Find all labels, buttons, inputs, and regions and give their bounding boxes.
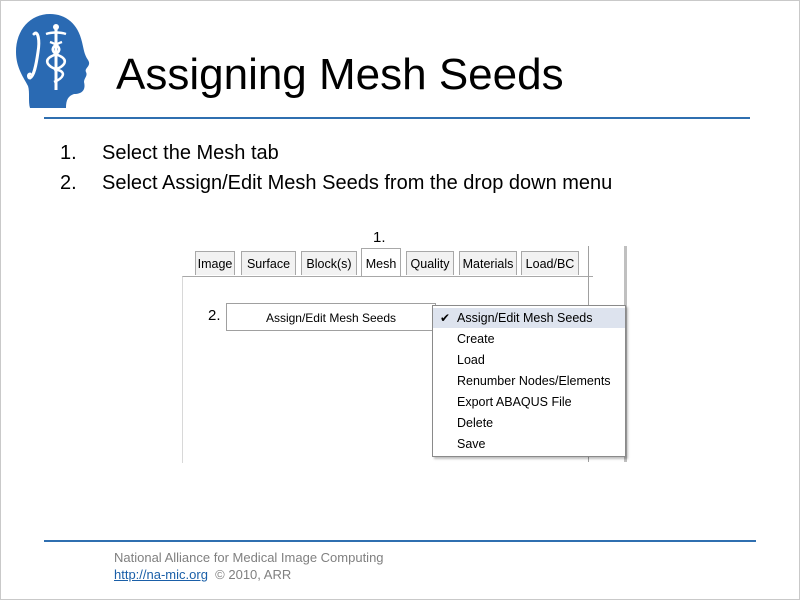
- menu-item-label: Assign/Edit Mesh Seeds: [457, 311, 593, 325]
- menu-item-load[interactable]: Load: [457, 353, 485, 367]
- tab-materials[interactable]: Materials: [459, 251, 517, 275]
- footer-copyright: © 2010, ARR: [215, 567, 292, 582]
- footer-link[interactable]: http://na-mic.org: [114, 567, 208, 582]
- tab-load-bc[interactable]: Load/BC: [521, 251, 579, 275]
- embedded-screenshot: Image Surface Block(s) Mesh Quality Mate…: [180, 246, 628, 463]
- tab-mesh[interactable]: Mesh: [361, 248, 401, 276]
- checkmark-icon: ✔: [440, 311, 451, 325]
- menu-item-export-abaqus[interactable]: Export ABAQUS File: [457, 395, 572, 409]
- tab-bar: Image Surface Block(s) Mesh Quality Mate…: [180, 246, 590, 276]
- menu-item-assign-edit-mesh-seeds[interactable]: ✔ Assign/Edit Mesh Seeds: [433, 308, 625, 328]
- tab-quality[interactable]: Quality: [406, 251, 454, 275]
- steps-list: 1. Select the Mesh tab 2. Select Assign/Ed…: [60, 138, 612, 198]
- footer-divider: [44, 540, 756, 542]
- tab-surface[interactable]: Surface: [241, 251, 296, 275]
- slide-title: Assigning Mesh Seeds: [116, 50, 564, 99]
- menu-item-renumber[interactable]: Renumber Nodes/Elements: [457, 374, 611, 388]
- step-text: Select Assign/Edit Mesh Seeds from the d…: [102, 172, 613, 194]
- step-item: 1. Select the Mesh tab: [60, 138, 612, 168]
- step-number: 2.: [60, 172, 77, 194]
- mesh-action-dropdown[interactable]: Assign/Edit Mesh Seeds: [226, 303, 436, 331]
- mesh-panel: [182, 276, 593, 463]
- callout-1: 1.: [373, 229, 386, 246]
- step-text: Select the Mesh tab: [102, 142, 279, 164]
- tab-image[interactable]: Image: [195, 251, 235, 275]
- step-number: 1.: [60, 142, 77, 164]
- title-divider: [44, 117, 750, 119]
- footer-credits: http://na-mic.org © 2010, ARR: [114, 567, 291, 582]
- tab-blocks[interactable]: Block(s): [301, 251, 357, 275]
- footer-org: National Alliance for Medical Image Comp…: [114, 550, 384, 565]
- menu-item-delete[interactable]: Delete: [457, 416, 494, 430]
- step-item: 2. Select Assign/Edit Mesh Seeds from the…: [60, 168, 612, 198]
- mesh-dropdown-menu: ✔ Assign/Edit Mesh Seeds Create Load Ren…: [432, 305, 626, 457]
- na-mic-logo-icon: [16, 14, 90, 108]
- callout-2: 2.: [208, 307, 221, 324]
- menu-item-save[interactable]: Save: [457, 437, 486, 451]
- menu-item-create[interactable]: Create: [457, 332, 495, 346]
